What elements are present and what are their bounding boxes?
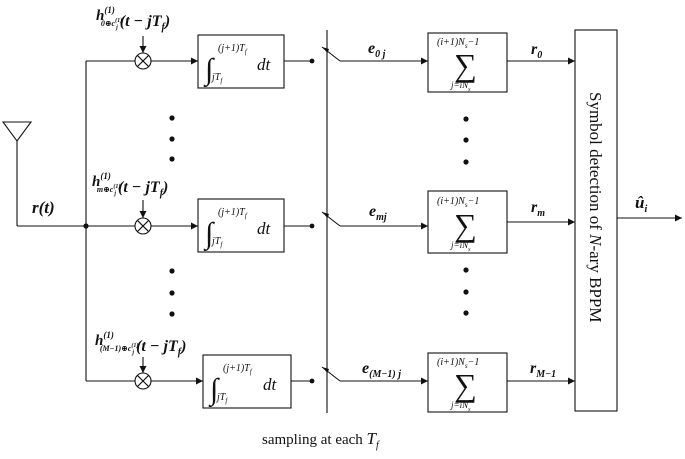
svg-text:j=iNs: j=iNs <box>450 400 471 413</box>
output-line-0 <box>507 57 575 65</box>
energy-line-0 <box>340 57 428 65</box>
sampler-switch-m <box>309 211 341 229</box>
template-label-0: h(1)0⊕c(1)j(t − jTf) <box>96 5 170 33</box>
template-label-m: h(1)m⊕c(1)j(t − jTf) <box>92 171 168 199</box>
output-label-M-1: rM−1 <box>530 360 556 380</box>
svg-text:∫: ∫ <box>203 53 215 88</box>
svg-text:∑: ∑ <box>454 47 477 83</box>
summation-M-1: (i+1)Ns−1 ∑ j=iNs <box>427 352 508 413</box>
input-signal-label: r(t) <box>32 198 55 217</box>
output-label-m: rm <box>531 199 545 219</box>
final-output-line <box>617 214 682 222</box>
svg-text:(i+1)Ns−1: (i+1)Ns−1 <box>437 357 479 370</box>
output-line-M-1 <box>507 377 575 385</box>
sampler-switch-M-1 <box>309 366 341 384</box>
svg-text:dt: dt <box>263 375 278 394</box>
svg-text:∫: ∫ <box>203 217 215 252</box>
multiplier-m <box>134 200 152 235</box>
ellipsis-left-lower <box>169 268 175 317</box>
ellipsis-right-lower <box>463 267 469 316</box>
sampler-caption: sampling at each Tf <box>262 429 380 451</box>
svg-text:(j+1)Tf: (j+1)Tf <box>223 363 253 376</box>
svg-text:(i+1)Ns−1: (i+1)Ns−1 <box>437 196 479 209</box>
svg-text:(j+1)Tf: (j+1)Tf <box>218 43 248 56</box>
detector-label: Symbol detection of N-ary BPPM <box>586 92 605 322</box>
svg-text:jTf: jTf <box>210 72 223 85</box>
energy-line-M-1 <box>340 377 428 385</box>
integrator-M-1: ∫ (j+1)Tf jTf dt <box>202 354 292 409</box>
svg-text:(i+1)Ns−1: (i+1)Ns−1 <box>437 37 479 50</box>
svg-text:(j+1)Tf: (j+1)Tf <box>218 207 248 220</box>
svg-text:∑: ∑ <box>454 207 477 243</box>
integrator-m: ∫ (j+1)Tf jTf dt <box>197 198 285 253</box>
energy-label-M-1: e(M−1) j <box>362 360 401 380</box>
svg-text:dt: dt <box>257 219 272 238</box>
multiplier-M-1 <box>134 357 152 390</box>
svg-text:dt: dt <box>257 55 272 74</box>
branch-m-line <box>86 222 311 230</box>
svg-text:j=iNs: j=iNs <box>450 80 471 93</box>
multiplier-0 <box>134 36 152 70</box>
branch-M-1-line <box>86 377 311 385</box>
ellipsis-right-upper <box>463 116 469 165</box>
integrator-0: ∫ (j+1)Tf jTf dt <box>197 34 285 89</box>
energy-label-0: e0 j <box>368 40 386 60</box>
svg-text:r(t): r(t) <box>32 198 55 217</box>
template-label-M-1: h(1)(M−1)⊕c(1)j(t − jTf) <box>95 330 186 358</box>
energy-label-m: emj <box>369 203 387 223</box>
svg-text:jTf: jTf <box>210 236 223 249</box>
svg-text:∫: ∫ <box>208 373 220 408</box>
ellipsis-left-upper <box>169 115 175 162</box>
sampler-switch-0 <box>309 46 341 64</box>
svg-text:∑: ∑ <box>454 367 477 403</box>
output-label-0: r0 <box>531 41 542 61</box>
final-output-label: ûi <box>635 193 647 215</box>
summation-0: (i+1)Ns−1 ∑ j=iNs <box>427 32 508 93</box>
energy-line-m <box>340 222 428 230</box>
antenna-icon <box>1 121 86 227</box>
svg-text:jTf: jTf <box>215 392 228 405</box>
detector-block <box>574 29 618 412</box>
output-line-m <box>507 218 575 226</box>
summation-m: (i+1)Ns−1 ∑ j=iNs <box>427 190 508 254</box>
branch-0-line <box>86 57 311 65</box>
svg-text:j=iNs: j=iNs <box>450 240 471 253</box>
